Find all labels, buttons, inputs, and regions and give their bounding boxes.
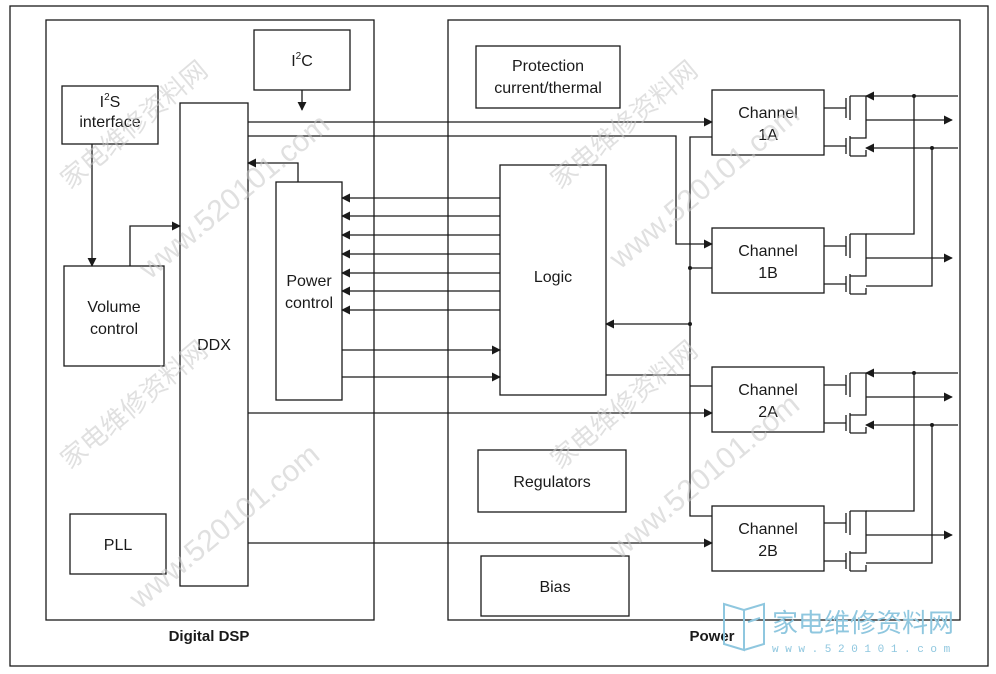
volume-label-line1: Volume <box>87 299 140 316</box>
i2c-block: I2C <box>253 29 351 91</box>
svg-text:家电维修资料网: 家电维修资料网 <box>772 609 954 639</box>
digital-dsp-section <box>45 19 375 621</box>
channel-2a-label-line2: 2A <box>758 404 778 421</box>
bias-block: Bias <box>480 555 630 617</box>
output-stage-1a <box>824 91 958 157</box>
pll-label: PLL <box>104 537 133 554</box>
channel-2b-block: Channel 2B <box>711 505 825 572</box>
channel-1b-label-line2: 1B <box>758 265 778 282</box>
i2s-label-line2: interface <box>79 114 140 131</box>
regulators-block: Regulators <box>477 449 627 513</box>
protection-block: Protection current/thermal <box>475 45 621 109</box>
svg-text:w w w . 5 2 0 1 0 1 . c o m: w w w . 5 2 0 1 0 1 . c o m <box>772 644 951 656</box>
logic-block: Logic <box>499 164 607 396</box>
channel-1a-block: Channel 1A <box>711 89 825 156</box>
power-section-label: Power <box>689 628 734 645</box>
channel-1a-label-line2: 1A <box>758 127 778 144</box>
power-control-label-line2: control <box>285 295 333 312</box>
channel-1b-block: Channel 1B <box>711 227 825 294</box>
channel-2a-block: Channel 2A <box>711 366 825 433</box>
output-stage-2a <box>824 368 958 434</box>
regulators-label: Regulators <box>513 474 590 491</box>
channel-feedback-bus <box>605 136 712 517</box>
power-control-label-line1: Power <box>286 273 332 290</box>
channel-2b-label-line1: Channel <box>738 521 798 538</box>
power-section <box>447 19 961 621</box>
power-control-to-ddx-arrow <box>247 158 299 182</box>
digital-dsp-section-label: Digital DSP <box>169 628 250 645</box>
i2c-label: I2C <box>291 51 313 70</box>
channel-1b-label-line1: Channel <box>738 243 798 260</box>
i2s-label: I2S <box>100 92 121 111</box>
channel-1a-label-line1: Channel <box>738 105 798 122</box>
volume-to-ddx-arrow <box>129 221 181 266</box>
channel-2a-label-line1: Channel <box>738 382 798 399</box>
i2s-interface-block: I2S interface <box>61 85 159 145</box>
bias-label: Bias <box>539 579 570 596</box>
pll-block: PLL <box>69 513 167 575</box>
outer-frame <box>9 5 989 667</box>
book-icon <box>723 602 765 652</box>
logic-to-power-control-bus <box>341 193 500 315</box>
volume-label-line2: control <box>90 321 138 338</box>
logic-label: Logic <box>534 269 572 286</box>
ddx-to-ch1b-arrow <box>248 135 713 249</box>
ddx-block: DDX <box>179 102 249 587</box>
ddx-label: DDX <box>197 337 231 354</box>
volume-control-block: Volume control <box>63 265 165 367</box>
protection-label-line2: current/thermal <box>494 80 602 97</box>
output-stage-2b <box>824 371 953 572</box>
watermark-layer: www.520101.com 家电维修资料网 www.520101.com 家电… <box>55 55 806 616</box>
site-logo: 家电维修资料网 w w w . 5 2 0 1 0 1 . c o m <box>723 602 954 656</box>
channel-2b-label-line2: 2B <box>758 543 778 560</box>
power-control-block: Power control <box>275 181 343 401</box>
protection-label-line1: Protection <box>512 58 584 75</box>
output-stage-1b <box>824 94 953 295</box>
